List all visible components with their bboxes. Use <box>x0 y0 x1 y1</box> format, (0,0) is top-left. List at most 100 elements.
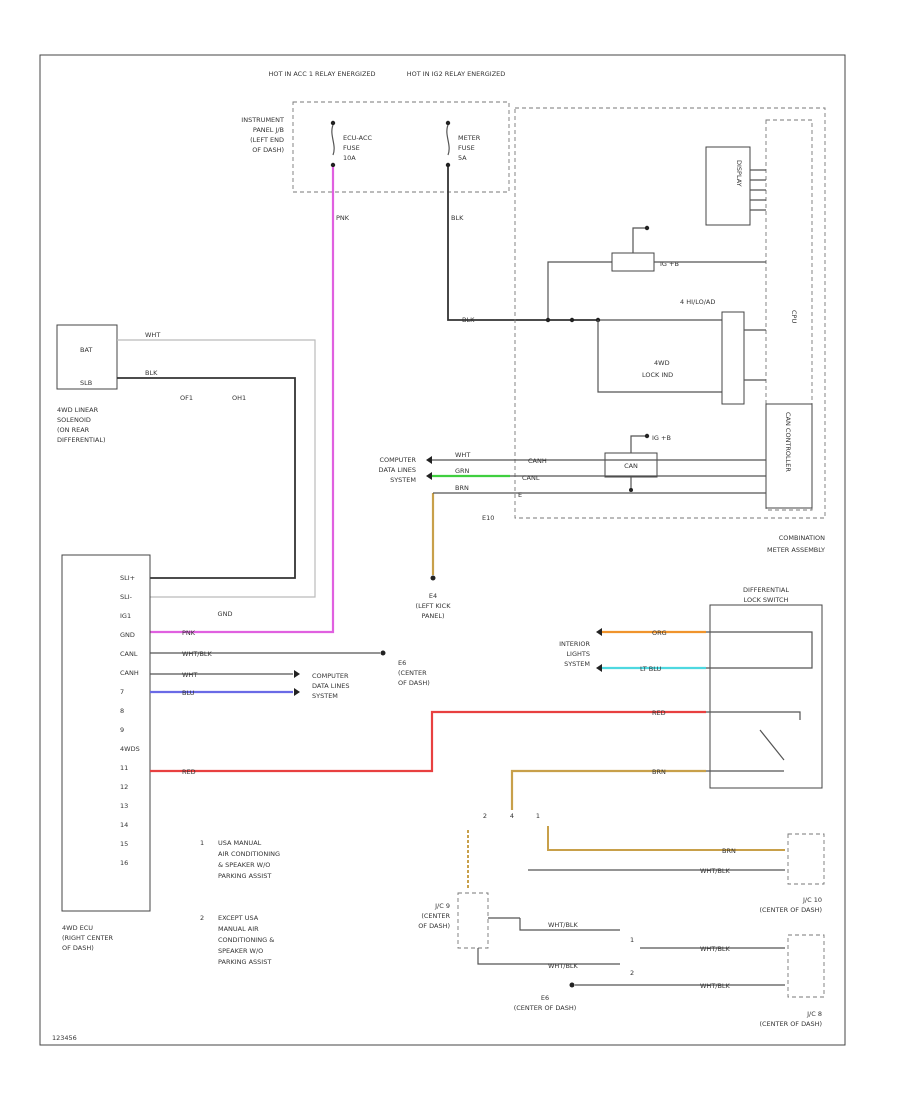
fuse2-line3: 5A <box>458 154 467 162</box>
jb-line1: INSTRUMENT <box>241 116 284 124</box>
arrow-can1 <box>426 456 432 464</box>
orange-wire-label: ORG <box>652 629 667 637</box>
ground-e6-line1: (CENTER <box>398 669 427 677</box>
ground-e4-id: E4 <box>429 592 437 600</box>
note2-line4: SPEAKER W/O <box>218 947 263 955</box>
solenoid-pin-slb: SLB <box>80 379 92 387</box>
ecu-pin-label: 7 <box>120 688 124 696</box>
jb-line2: PANEL J/B <box>253 126 284 134</box>
arrow-ecu-can2 <box>294 688 300 696</box>
jc8-box <box>787 934 825 998</box>
indicator2-label: 4WD <box>654 359 670 367</box>
cpu-label: CPU <box>790 310 798 323</box>
ground-e4-dot <box>430 575 436 581</box>
jc10-wire1-label: BRN <box>722 847 736 855</box>
ecu-pin-label: SLI- <box>120 593 133 601</box>
jc10-brown <box>547 826 785 851</box>
can-b-label: IG +B <box>652 434 671 442</box>
jb-line3: (LEFT END <box>250 136 284 144</box>
jc9-wire2-label: WHT/BLK <box>548 962 579 970</box>
solenoid-box <box>56 324 118 390</box>
can-gnd-dot <box>629 488 633 492</box>
ground-e6-id: E6 <box>398 659 406 667</box>
can-b-line <box>630 435 645 453</box>
interior-lights3: SYSTEM <box>564 660 590 668</box>
ground-e6b-id: E6 <box>541 994 549 1002</box>
option-num-3: 1 <box>536 812 540 820</box>
jc10-wire2-label: WHT/BLK <box>700 867 731 875</box>
option-num-1: 2 <box>483 812 487 820</box>
ecu-pin-label: IG1 <box>120 612 131 620</box>
jc9-box <box>457 892 489 949</box>
ecu-name2: (RIGHT CENTER <box>62 934 114 942</box>
note1-num: 1 <box>200 839 204 847</box>
jc10-box <box>787 833 825 885</box>
solenoid-line4: DIFFERENTIAL) <box>57 436 105 444</box>
sol-wire1-label: WHT <box>145 331 160 339</box>
pink-wire <box>150 167 335 634</box>
arrow-cyan <box>596 664 602 672</box>
ecu-pin-label: CANL <box>120 650 138 658</box>
ecu-pin-label: 11 <box>120 764 128 772</box>
can-wire3-label: BRN <box>455 484 469 492</box>
sol-wire2-label: BLK <box>145 369 158 377</box>
arrow-can2 <box>426 472 432 480</box>
jc10-loc: (CENTER OF DASH) <box>759 906 822 914</box>
fuse1-bottom-terminal <box>330 162 336 168</box>
jc9-wires <box>477 917 620 965</box>
diff-illum-loop <box>706 631 813 669</box>
ecu-name1: 4WD ECU <box>62 924 93 932</box>
jc9-wire1-label: WHT/BLK <box>548 921 579 929</box>
indicator3-label: LOCK IND <box>642 371 673 379</box>
can-label: CAN <box>624 462 638 470</box>
ecu-pin-label: 14 <box>120 821 128 829</box>
fuse2-symbol <box>446 124 450 156</box>
computer-lines2-b: DATA LINES <box>312 682 349 690</box>
ig-b-box <box>611 252 655 272</box>
computer-lines1-a: COMPUTER <box>379 456 416 464</box>
note1-line2: AIR CONDITIONING <box>218 850 280 858</box>
solenoid-pin-bat: BAT <box>80 346 92 354</box>
ecu-canh-label: BLU <box>182 689 195 697</box>
fuse2-line1: METER <box>458 134 481 142</box>
red-wire-label-sw: RED <box>652 709 666 717</box>
diff-lock-switch-box <box>709 604 823 789</box>
jc-opt1: 1 <box>630 936 634 944</box>
jc9-line2: OF DASH) <box>418 922 450 930</box>
combination-meter-box <box>514 107 826 519</box>
ecu-pin-label: 4WDS <box>120 745 140 753</box>
solenoid-conn2: OH1 <box>232 394 246 402</box>
solenoid-wire-top <box>117 339 316 598</box>
meter-name2: METER ASSEMBLY <box>767 546 825 554</box>
pink-wire-label-ecu: PNK <box>182 629 196 637</box>
ground-e6b-loc: (CENTER OF DASH) <box>514 1004 577 1012</box>
arrow-orange <box>596 628 602 636</box>
meter-wire-label-h: BLK <box>462 316 475 324</box>
fuse1-line2: FUSE <box>343 144 360 152</box>
note2-line5: PARKING ASSIST <box>218 958 271 966</box>
ig-b-label: IG +B <box>660 260 679 268</box>
splice-meter <box>545 317 551 323</box>
ground-e6-line2: OF DASH) <box>398 679 430 687</box>
solenoid-line3: (ON REAR <box>57 426 90 434</box>
ecu-pin-label: GND <box>120 631 135 639</box>
computer-lines2-a: COMPUTER <box>312 672 349 680</box>
jc8-label: J/C 8 <box>806 1010 822 1018</box>
brown-wire-label: BRN <box>652 768 666 776</box>
meter-conn-label: E10 <box>482 514 494 522</box>
computer-lines2-c: SYSTEM <box>312 692 338 700</box>
interior-lights2: LIGHTS <box>566 650 590 658</box>
ground-e6b-dot <box>569 982 575 988</box>
jc10-label: J/C 10 <box>802 896 822 904</box>
pink-wire-label: PNK <box>336 214 350 222</box>
can-b-dot <box>644 433 650 439</box>
note2-num: 2 <box>200 914 204 922</box>
red-wire-label: RED <box>182 768 196 776</box>
can-wire2-label: GRN <box>455 467 470 475</box>
jc8-wires <box>575 947 785 986</box>
solenoid-wire-bottom <box>117 377 296 579</box>
ground-e6-dot <box>380 650 386 656</box>
fuse2-top-terminal <box>445 120 451 126</box>
fuse1-line3: 10A <box>343 154 356 162</box>
